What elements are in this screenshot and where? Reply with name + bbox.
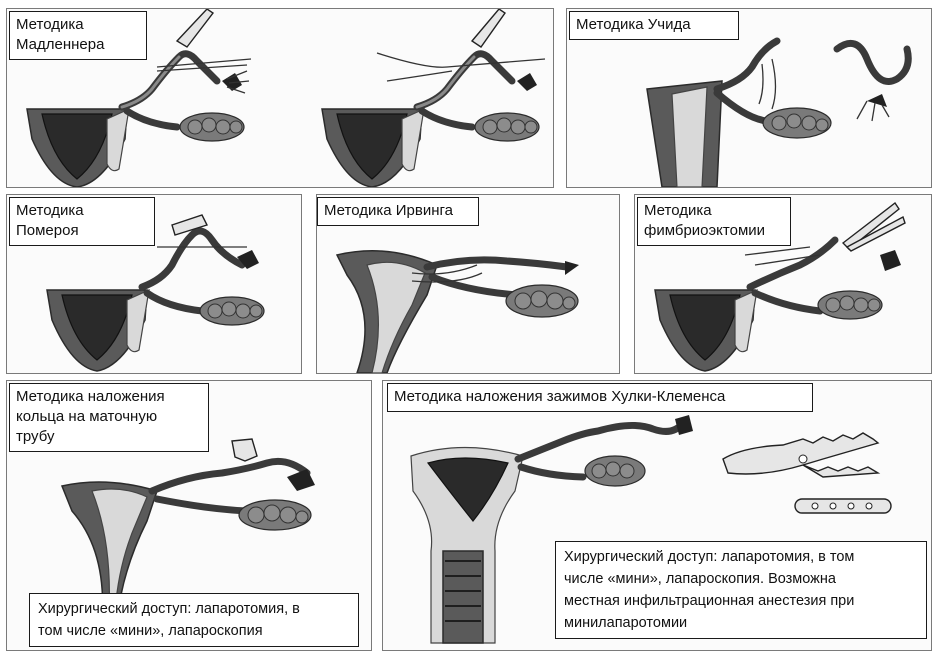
panel-clips: Методика наложения зажимов Хулки-Клеменс… xyxy=(382,380,932,651)
label-ring: Методика наложения кольца на маточную тр… xyxy=(9,383,209,452)
panel-ring: Методика наложения кольца на маточную тр… xyxy=(6,380,372,651)
ovary-illustration xyxy=(200,297,264,325)
ovary-illustration xyxy=(180,113,244,141)
uterus-illustration xyxy=(47,290,149,371)
panel-madlener: Методика Мадленнера xyxy=(6,8,554,188)
label-madlener: Методика Мадленнера xyxy=(9,11,147,60)
ovary-illustration xyxy=(585,456,645,486)
uterus-illustration xyxy=(655,290,757,371)
label-pomeroy: Методика Помероя xyxy=(9,197,155,246)
label-irving: Методика Ирвинга xyxy=(317,197,479,226)
uterus-illustration xyxy=(322,109,424,187)
surgical-clamp-illustration xyxy=(377,9,545,91)
panel-uchida: Методика Учида xyxy=(566,8,932,188)
surgical-clamp-illustration xyxy=(157,9,251,93)
label-clips: Методика наложения зажимов Хулки-Клеменс… xyxy=(387,383,813,412)
note-clips-access: Хирургический доступ: лапаротомия, в том… xyxy=(555,541,927,639)
ovary-illustration xyxy=(506,285,578,317)
label-uchida: Методика Учида xyxy=(569,11,739,40)
panel-irving: Методика Ирвинга xyxy=(316,194,620,374)
uterus-illustration xyxy=(337,251,437,373)
panel-fimbriectomy: Методика фимбриоэктомии xyxy=(634,194,932,374)
hulka-clip-illustration xyxy=(723,433,891,513)
ovary-illustration xyxy=(239,500,311,530)
uterus-illustration xyxy=(27,109,129,187)
ovary-illustration xyxy=(475,113,539,141)
uterus-illustration xyxy=(411,448,523,644)
fallopian-tube-illustration xyxy=(717,41,908,121)
ovary-illustration xyxy=(763,108,831,138)
label-fimbriectomy: Методика фимбриоэктомии xyxy=(637,197,791,246)
ovary-illustration xyxy=(818,291,882,319)
uterus-illustration xyxy=(647,81,722,187)
surgical-clamp-illustration xyxy=(843,203,905,251)
panel-pomeroy: Методика Помероя xyxy=(6,194,302,374)
note-ring-access: Хирургический доступ: лапаротомия, в том… xyxy=(29,593,359,647)
